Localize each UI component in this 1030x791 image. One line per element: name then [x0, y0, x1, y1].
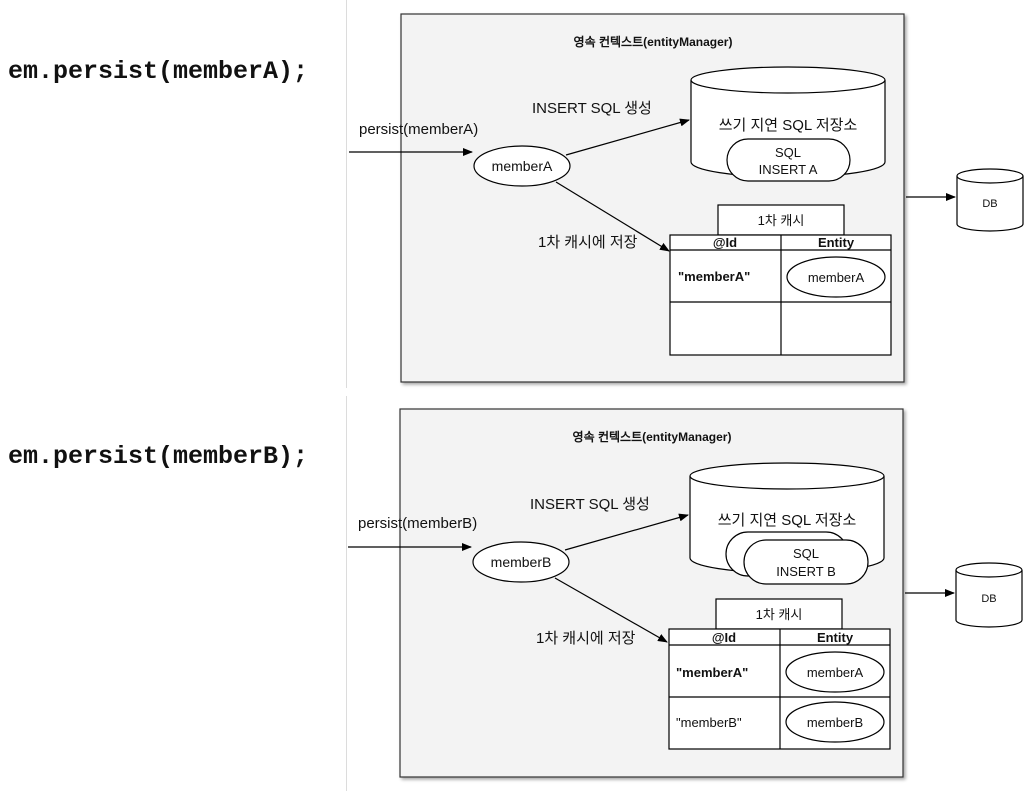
write-behind-sql-store: 쓰기 지연 SQL 저장소 SQL INSERT B	[689, 462, 885, 585]
entity-member-b-node	[472, 541, 570, 583]
persist-call-label: persist(memberA)	[359, 121, 478, 138]
panel-member-b: 영속 컨텍스트(entityManager) persist(memberB) …	[348, 408, 1023, 778]
cache-row-entity-ellipse	[785, 701, 885, 743]
cache-header-id: @Id	[713, 235, 737, 250]
context-title: 영속 컨텍스트(entityManager)	[574, 34, 733, 49]
cache-save-label: 1차 캐시에 저장	[538, 234, 638, 251]
write-behind-sql-store: 쓰기 지연 SQL 저장소 SQL INSERT A	[690, 66, 886, 182]
sql-gen-arrow	[565, 118, 690, 156]
database-cylinder: DB	[956, 168, 1024, 232]
sql-store-label: 쓰기 지연 SQL 저장소	[719, 117, 858, 134]
cache-save-arrow	[555, 181, 670, 252]
sql-item-line1: SQL	[793, 546, 819, 561]
db-label: DB	[982, 198, 997, 210]
db-label: DB	[981, 593, 996, 605]
entity-node-label: memberB	[491, 554, 552, 570]
sql-gen-label: INSERT SQL 생성	[530, 496, 650, 513]
cache-row-id: "memberA"	[676, 665, 748, 680]
code-persist-member-a: em.persist(memberA);	[8, 57, 309, 86]
first-level-cache: 1차 캐시 @Id Entity "memberA" memberA	[669, 204, 892, 356]
sql-store-label: 쓰기 지연 SQL 저장소	[718, 512, 857, 529]
first-level-cache: 1차 캐시 @Id Entity "memberA" memberA "memb…	[668, 598, 891, 750]
cache-row-entity: memberA	[808, 270, 865, 285]
panel-member-a: 영속 컨텍스트(entityManager) persist(memberA) …	[349, 13, 1024, 383]
database-cylinder: DB	[955, 562, 1023, 628]
cache-title: 1차 캐시	[756, 607, 803, 622]
sql-gen-label: INSERT SQL 생성	[532, 100, 652, 117]
cache-row-entity-ellipse	[785, 651, 885, 693]
sql-item-line2: INSERT B	[776, 564, 835, 579]
sql-item-line2: INSERT A	[759, 162, 818, 177]
cache-header-entity: Entity	[817, 630, 854, 645]
cache-row-entity: memberA	[807, 665, 864, 680]
divider-top	[346, 0, 347, 388]
sql-item-insert-b	[743, 539, 869, 585]
cache-row-id: "memberA"	[678, 269, 750, 284]
divider-bottom	[346, 396, 347, 791]
cache-title: 1차 캐시	[758, 213, 805, 228]
sql-item-insert-a	[726, 138, 851, 182]
cache-header-id: @Id	[712, 630, 736, 645]
entity-node-label: memberA	[492, 158, 553, 174]
cache-save-arrow	[554, 577, 668, 643]
cache-row-entity-ellipse	[786, 256, 886, 298]
cache-row-id: "memberB"	[676, 715, 742, 730]
persist-call-label: persist(memberB)	[358, 515, 477, 532]
cache-row-entity: memberB	[807, 715, 863, 730]
entity-member-a-node	[473, 145, 571, 187]
sql-item-line1: SQL	[775, 145, 801, 160]
code-persist-member-b: em.persist(memberB);	[8, 442, 309, 471]
sql-gen-arrow	[564, 513, 689, 551]
context-title: 영속 컨텍스트(entityManager)	[573, 429, 732, 444]
cache-save-label: 1차 캐시에 저장	[536, 630, 636, 647]
cache-header-entity: Entity	[818, 235, 855, 250]
